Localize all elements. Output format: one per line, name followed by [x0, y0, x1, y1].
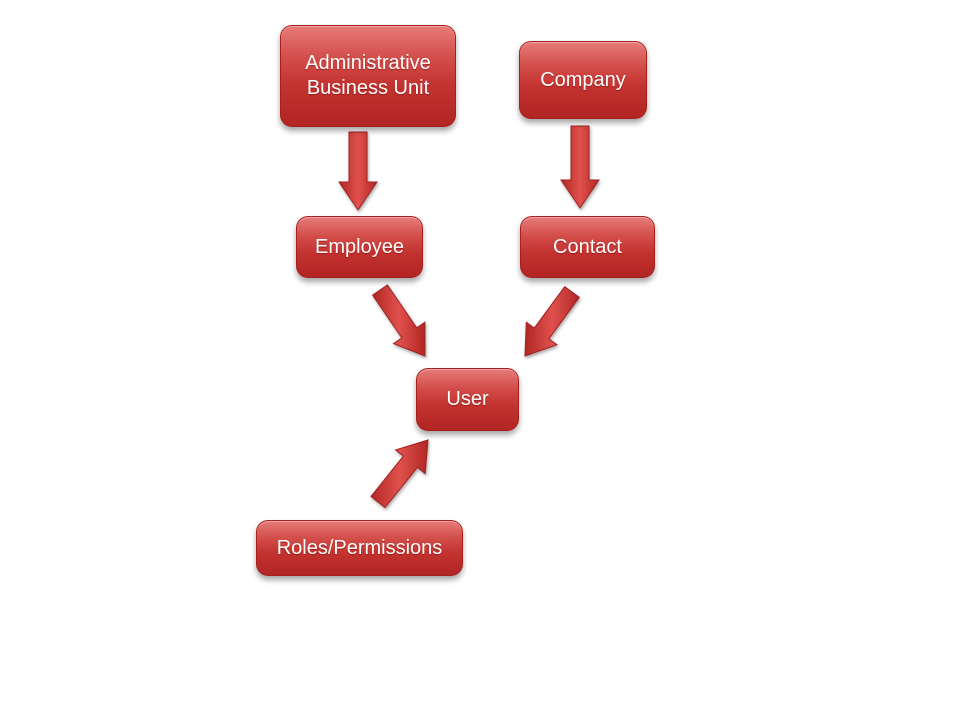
arrow-contact-to-user [524, 286, 581, 357]
company-node: Company [519, 41, 647, 119]
user-node: User [416, 368, 519, 431]
contact-node: Contact [520, 216, 655, 278]
arrow-roles-to-user [370, 439, 429, 509]
company-label: Company [540, 68, 626, 91]
arrow-admin-to-employee [338, 131, 378, 211]
roles-permissions-node: Roles/Permissions [256, 520, 463, 576]
arrow-employee-to-user [371, 284, 426, 357]
user-label: User [446, 388, 489, 410]
contact-label: Contact [553, 235, 622, 258]
arrow-company-to-contact [560, 125, 600, 209]
roles-permissions-label: Roles/Permissions [276, 536, 443, 559]
admin-business-unit-node: Administrative Business Unit [280, 25, 456, 127]
admin-business-unit-label-line1: Administrative [305, 52, 431, 74]
employee-node: Employee [296, 216, 423, 278]
admin-business-unit-label-line2: Business Unit [306, 77, 430, 99]
employee-label: Employee [315, 235, 404, 258]
